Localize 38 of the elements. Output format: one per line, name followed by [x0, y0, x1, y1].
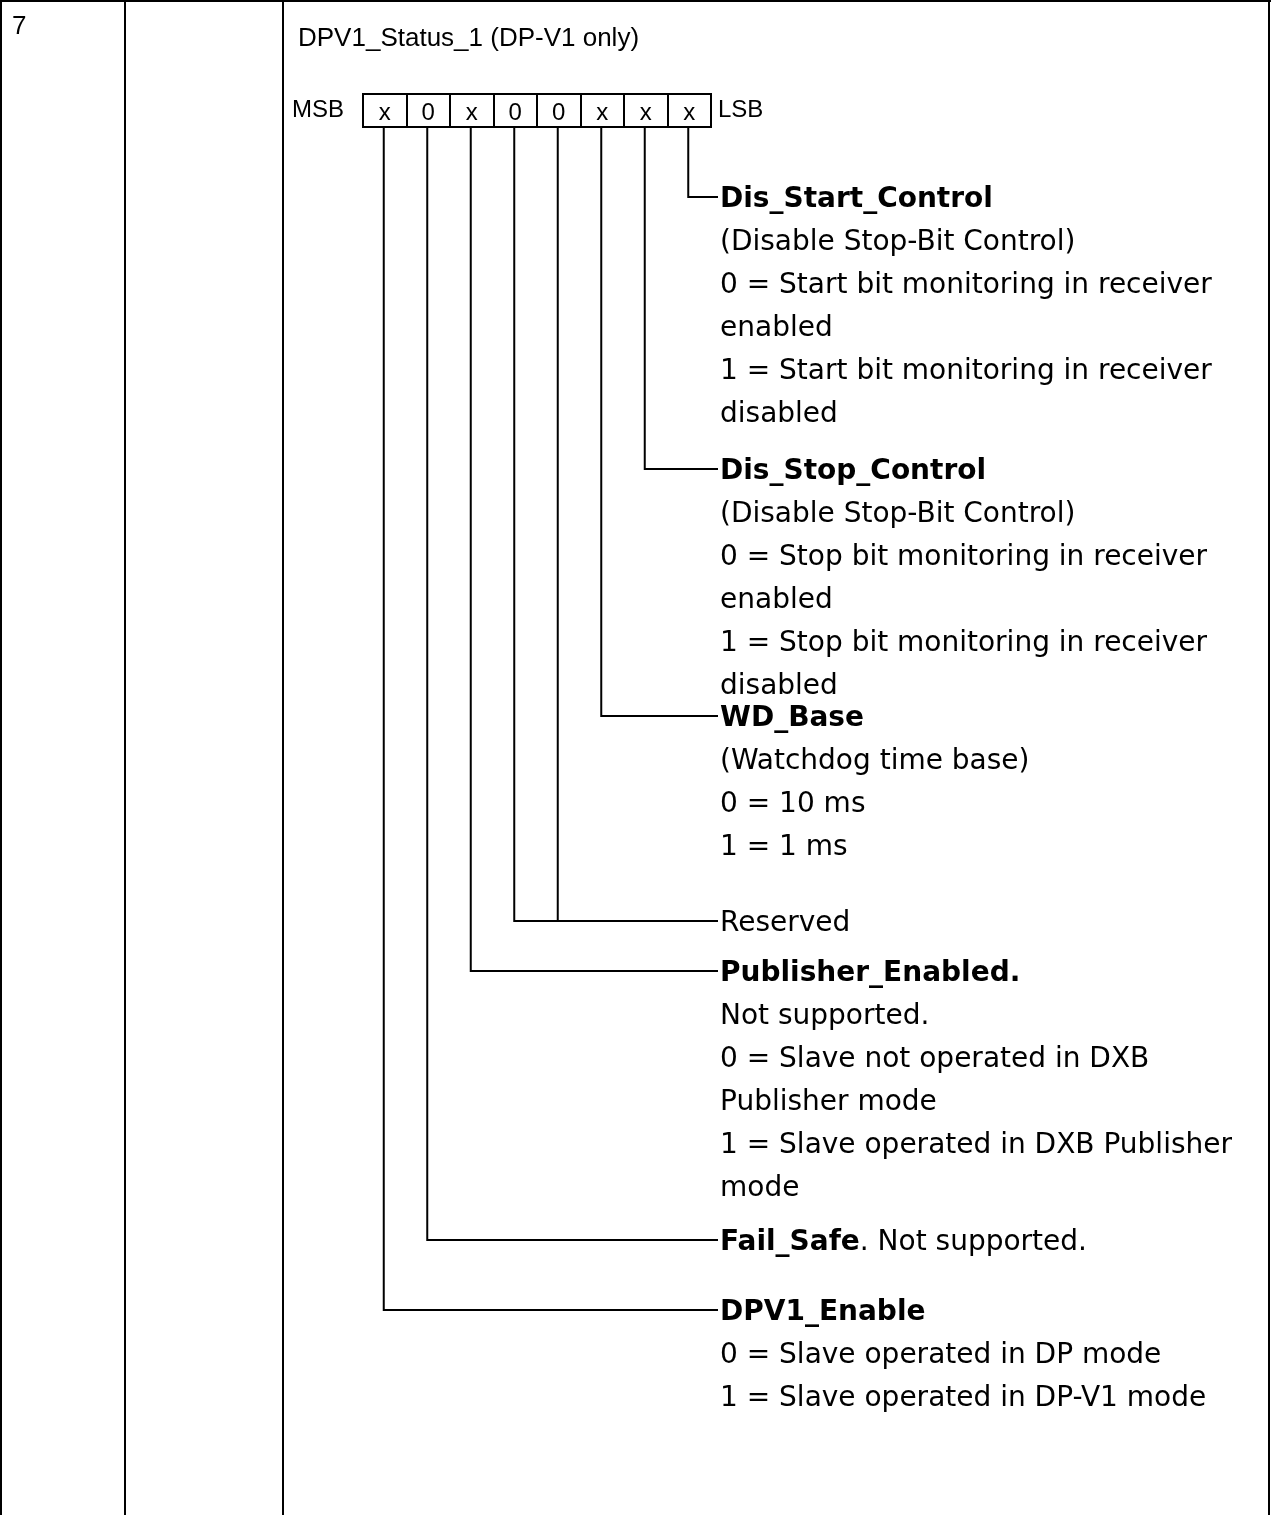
field-description: 1 = Slave operated in DP-V1 mode: [720, 1379, 1208, 1415]
bit-cell: x: [623, 93, 669, 128]
field-description: Not supported.: [720, 997, 931, 1033]
field-description: (Watchdog time base): [720, 742, 1031, 778]
field-description: 0 = 10 ms: [720, 785, 867, 821]
field-name: Fail_Safe. Not supported.: [720, 1223, 1088, 1259]
field-description: 1 = Start bit monitoring in receiver disabled: [720, 352, 1213, 431]
field-description: 0 = Slave not operated in DXB Publisher mode: [720, 1040, 1151, 1119]
bit-cell: x: [449, 93, 495, 128]
field-name: Dis_Stop_Control: [720, 452, 988, 488]
register-title: DPV1_Status_1 (DP-V1 only): [298, 21, 640, 54]
leader-line: [382, 127, 719, 1311]
field-name: DPV1_Enable: [720, 1293, 927, 1329]
lsb-label: LSB: [718, 94, 764, 124]
bit-cell: x: [579, 93, 625, 128]
bit-cell: x: [362, 93, 408, 128]
msb-label: MSB: [292, 94, 344, 124]
bit-cell: x: [666, 93, 712, 128]
field-description: 1 = Slave operated in DXB Publisher mode: [720, 1126, 1233, 1205]
leader-line: [687, 127, 719, 198]
field-description: 1 = 1 ms: [720, 828, 849, 864]
row-number: 7: [12, 9, 27, 42]
field-name: Dis_Start_Control: [720, 180, 994, 216]
field-description: 0 = Slave operated in DP mode: [720, 1336, 1163, 1372]
field-description: (Disable Stop-Bit Control): [720, 495, 1077, 531]
field-description: 0 = Stop bit monitoring in receiver enabled: [720, 538, 1209, 617]
bit-cell: 0: [405, 93, 451, 128]
field-name: Publisher_Enabled.: [720, 954, 1022, 990]
field-description: (Disable Stop-Bit Control): [720, 223, 1077, 259]
leader-line: [513, 127, 719, 922]
bit-cell: 0: [492, 93, 538, 128]
field-description: 0 = Start bit monitoring in receiver enabled: [720, 266, 1213, 345]
leader-line: [643, 127, 719, 470]
bit-cell: 0: [536, 93, 582, 128]
leader-line: [600, 127, 719, 717]
leader-line: [469, 127, 719, 972]
field-name: Reserved: [720, 904, 852, 940]
leader-line: [426, 127, 719, 1241]
